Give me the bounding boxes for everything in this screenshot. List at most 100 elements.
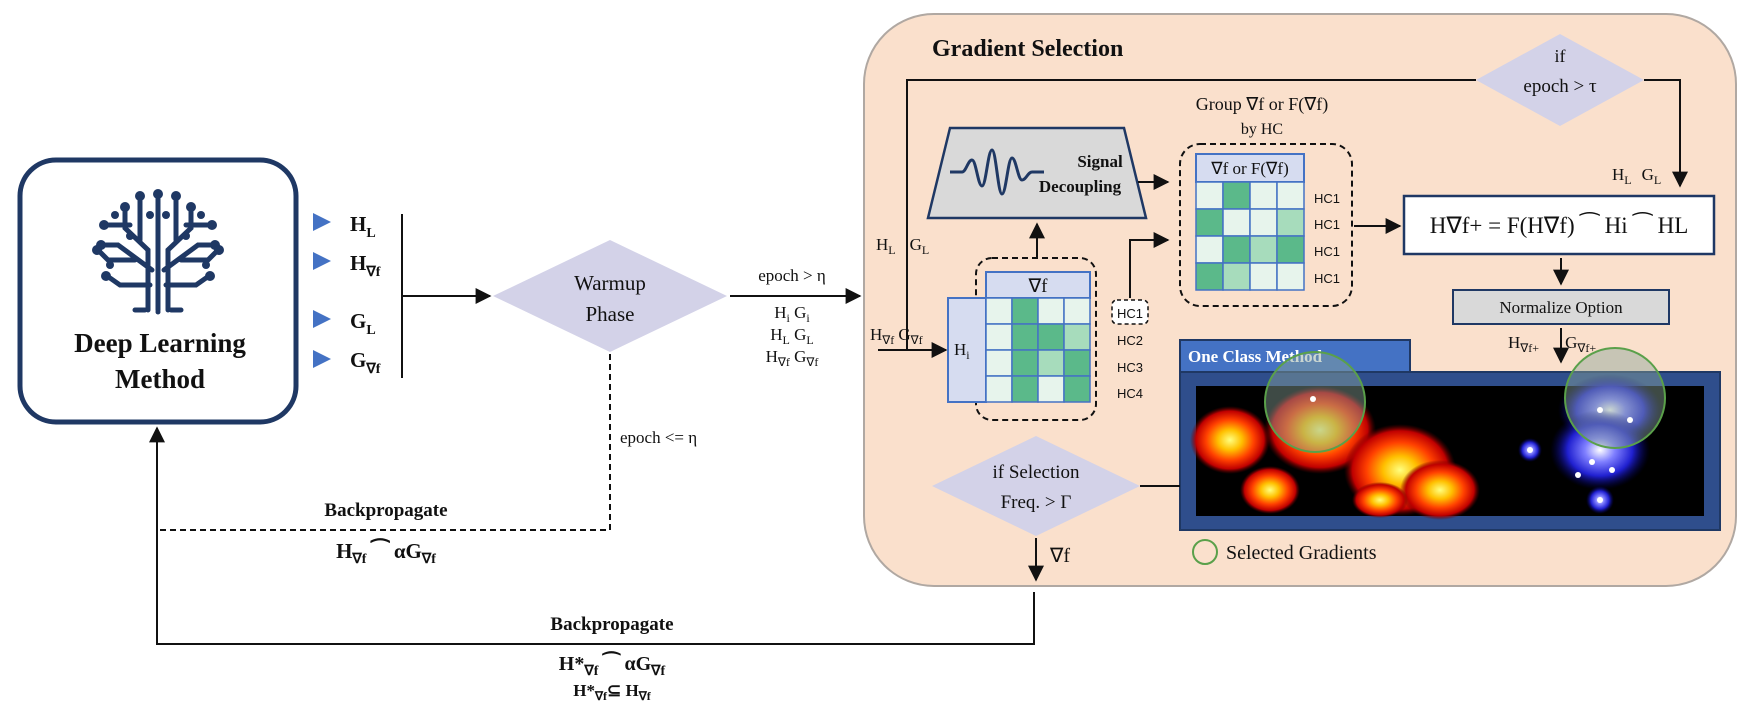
hvfplus-gvfplus: H∇f+G∇f+ — [1508, 333, 1596, 355]
arrow-hc-to-group — [1129, 232, 1170, 298]
gradient-grid: Hi ∇f — [947, 257, 1097, 421]
svg-text:Warmup: Warmup — [574, 271, 646, 295]
tau-to-formula-path — [1644, 79, 1688, 188]
epoch-tau-diamond — [1476, 34, 1644, 126]
grid-cell — [1011, 349, 1039, 377]
svg-text:∇f or F(∇f): ∇f or F(∇f) — [1210, 159, 1289, 178]
gradient-grid-cells — [985, 297, 1091, 403]
input-list: HL H∇f GL G∇f — [313, 212, 492, 378]
svg-text:HC1: HC1 — [1314, 271, 1340, 286]
formula-box: H∇f+ = F(H∇f) ⁀ Hi ⁀ HL — [1402, 194, 1716, 256]
deep-learning-title-2: Method — [115, 364, 205, 394]
grid-cell — [1195, 235, 1224, 264]
backprop1-label: Backpropagate — [324, 500, 447, 521]
normalize-box: Normalize Option — [1452, 289, 1670, 325]
grid-cell — [985, 323, 1013, 351]
hc-labels: HC1 HC2 HC3 HC4 — [1111, 299, 1149, 401]
svg-text:epoch > τ: epoch > τ — [1523, 76, 1597, 97]
grid-cell — [1195, 262, 1224, 291]
grid-cell — [1063, 349, 1091, 377]
grid-cell — [1276, 208, 1305, 237]
svg-text:One Class Method: One Class Method — [1188, 347, 1323, 366]
main-backprop-path — [149, 426, 1035, 645]
grid-cell — [1222, 262, 1251, 291]
backprop1-formula: H∇f ⁀ αG∇f — [336, 537, 436, 567]
grouped-grid-cells — [1195, 181, 1305, 291]
triangle-marker-icon — [313, 252, 331, 270]
grid-cell — [1037, 323, 1065, 351]
svg-text:HC2: HC2 — [1117, 333, 1143, 348]
grid-cell — [1222, 208, 1251, 237]
selected-gradients-legend: Selected Gradients — [1192, 539, 1377, 565]
grid-cell — [1037, 349, 1065, 377]
svg-text:if: if — [1555, 46, 1566, 66]
svg-text:Phase: Phase — [586, 302, 635, 326]
backprop2-label: Backpropagate — [550, 614, 673, 635]
svg-text:Normalize Option: Normalize Option — [1499, 298, 1623, 317]
grid-cell — [985, 297, 1013, 325]
selection-diamond: if Selection Freq. > Γ — [932, 436, 1140, 536]
waveform-icon — [950, 148, 1044, 196]
backprop2-formula: H*∇f ⁀ αG∇f — [559, 650, 666, 679]
grid-cell — [1276, 235, 1305, 264]
grid-cell — [1011, 297, 1039, 325]
input-gl: GL — [350, 309, 376, 338]
out-grad-label: ∇f — [1049, 545, 1070, 567]
warmup-backprop-path — [157, 354, 611, 531]
grid-cell — [1249, 235, 1278, 264]
triangle-marker-icon — [313, 310, 331, 328]
warmup-outputs-2: HL GL — [770, 325, 814, 347]
grid-cell — [1011, 323, 1039, 351]
svg-text:Decoupling: Decoupling — [1039, 177, 1122, 196]
epoch-less-label: epoch <= η — [620, 428, 697, 447]
svg-text:Signal: Signal — [1077, 152, 1123, 171]
heatmap — [1190, 347, 1666, 520]
grid-cell — [1037, 375, 1065, 403]
svg-text:H∇f+ = F(H∇f) ⁀ Hi ⁀ HL: H∇f+ = F(H∇f) ⁀ Hi ⁀ HL — [1430, 211, 1689, 238]
grid-cell — [1249, 262, 1278, 291]
grid-cell — [1249, 208, 1278, 237]
signal-decoupling-box: Signal Decoupling — [926, 126, 1148, 220]
svg-text:HC1: HC1 — [1314, 244, 1340, 259]
triangle-marker-icon — [313, 213, 331, 231]
top-loop-path — [906, 79, 1476, 350]
grid-cell — [1222, 235, 1251, 264]
svg-text:HC1: HC1 — [1314, 191, 1340, 206]
grid-cell — [1276, 181, 1305, 210]
input-gvf: G∇f — [350, 348, 381, 377]
panel-title: Gradient Selection — [932, 36, 1123, 62]
backprop2-subset: H*∇f⊆ H∇f — [573, 681, 652, 703]
input-hvf: H∇f — [350, 251, 381, 280]
input-hl: HL — [350, 212, 376, 241]
one-class-method-box: One Class Method — [1179, 339, 1721, 531]
epoch-greater-label: epoch > η — [758, 266, 826, 285]
grid-cell — [985, 375, 1013, 403]
warmup-diamond: Warmup Phase — [493, 240, 727, 352]
grid-cell — [1063, 375, 1091, 403]
tree-circuit-nodes — [92, 189, 224, 281]
svg-text:Freq. > Γ: Freq. > Γ — [1001, 492, 1072, 513]
svg-text:Hi: Hi — [954, 340, 970, 362]
grid-cell — [1276, 262, 1305, 291]
svg-text:HC1: HC1 — [1117, 306, 1143, 321]
deep-learning-title-1: Deep Learning — [74, 328, 246, 358]
grouped-grid: Group ∇f or F(∇f) by HC ∇f or F(∇f) HC1 … — [1179, 94, 1353, 307]
grid-cell — [1222, 181, 1251, 210]
svg-text:HC3: HC3 — [1117, 360, 1143, 375]
deep-learning-box: Deep Learning Method — [17, 157, 299, 425]
grid-cell — [1195, 181, 1224, 210]
warmup-outputs-3: H∇f G∇f — [766, 347, 819, 369]
svg-text:if Selection: if Selection — [992, 462, 1080, 483]
svg-text:Selected Gradients: Selected Gradients — [1226, 542, 1377, 564]
svg-text:Group ∇f or F(∇f): Group ∇f or F(∇f) — [1196, 94, 1329, 115]
warmup-outputs-1: Hi Gi — [774, 303, 810, 325]
tree-circuit-icon — [97, 195, 219, 315]
grid-cell — [1037, 297, 1065, 325]
grid-cell — [1249, 181, 1278, 210]
grid-cell — [1011, 375, 1039, 403]
